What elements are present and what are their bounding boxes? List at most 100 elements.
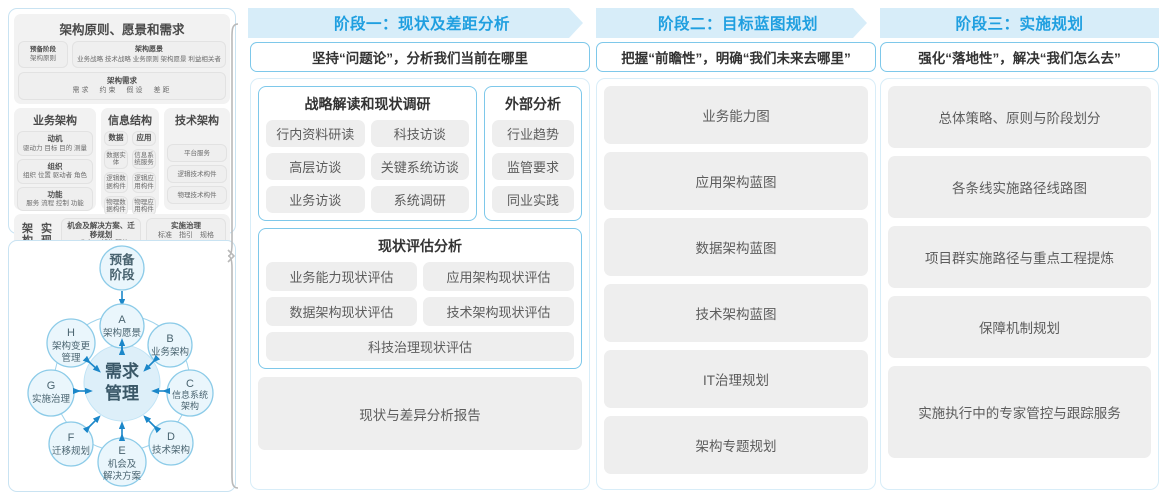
cycle-node-G-label: 实施治理: [32, 393, 71, 405]
physical-application-component-cell: 物理应用构件: [132, 195, 156, 217]
cycle-node-G-key: G: [47, 380, 56, 392]
architecture-principles-group: 架构原则、愿景和需求 预备阶段 架构原则 架构愿景 业务战略 技术战略 业务原则…: [14, 14, 230, 105]
adm-cycle-diagram: 需求 管理 预备 阶段 A 架构愿景 B 业务架构: [27, 245, 214, 487]
physical-technology-component-cell: 物理技术构件: [167, 186, 227, 205]
strategy-research-header: 战略解读和现状调研: [304, 96, 431, 112]
information-structure-group: 信息结构 数据 数据实体 逻辑数据构件 物理数据构件 应用 信息系统服务 逻辑应…: [101, 108, 159, 217]
business-organization-sub: 组织 位置 驱动者 角色: [23, 172, 87, 180]
business-function-cell: 功能 服务 流程 控制 功能: [17, 186, 93, 212]
external-chip[interactable]: 行业趋势: [492, 120, 574, 147]
phase-3-column: 强化“落地性”，解决“我们怎么去” 总体策略、原则与阶段划分 各条线实施路径线路…: [880, 42, 1159, 490]
implementation-chip[interactable]: 实施执行中的专家管控与跟踪服务: [888, 366, 1151, 458]
implementation-governance-sub: 标准 指引 规格: [158, 231, 214, 239]
cycle-node-F-label: 迁移规划: [52, 445, 90, 457]
phase-2-header: 阶段二：目标蓝图规划: [596, 8, 880, 38]
gap-analysis-report-chip[interactable]: 现状与差异分析报告: [258, 377, 582, 450]
architecture-vision-title: 架构愿景: [135, 46, 163, 53]
research-chip[interactable]: 行内资料研读: [266, 120, 365, 147]
opportunity-migration-title: 机会及解决方案、迁移规划: [67, 221, 135, 239]
logical-technology-component-cell: 逻辑技术构件: [167, 165, 227, 184]
external-analysis-header: 外部分析: [505, 96, 561, 112]
logical-data-component-cell: 逻辑数据构件: [104, 172, 128, 193]
current-state-assessment-header: 现状评估分析: [378, 238, 462, 254]
current-state-assessment-card: 现状评估分析 业务能力现状评估 应用架构现状评估 数据架构现状评估 技术架构现状…: [258, 228, 582, 369]
prelim-stage-sub: 架构原则: [30, 55, 56, 63]
phase-chevron-1-icon: [566, 8, 596, 38]
phase-1-body: 战略解读和现状调研 行内资料研读 科技访谈 高层访谈 关键系统访谈 业务访谈 系…: [250, 78, 590, 490]
phase-3-subtitle: 强化“落地性”，解决“我们怎么去”: [880, 42, 1159, 72]
phase-1-subtitle: 坚持“问题论”，分析我们当前在哪里: [250, 42, 590, 72]
grouping-bracket: [227, 23, 239, 489]
blueprint-chip[interactable]: IT治理规划: [604, 350, 868, 408]
cycle-node-C-key: C: [186, 378, 194, 390]
assessment-chip[interactable]: 应用架构现状评估: [423, 262, 574, 291]
phase-2-body: 业务能力图 应用架构蓝图 数据架构蓝图 技术架构蓝图 IT治理规划 架构专题规划: [596, 78, 876, 490]
cycle-node-F-key: F: [68, 432, 75, 444]
cycle-node-B-key: B: [166, 333, 173, 345]
assessment-chip[interactable]: 数据架构现状评估: [266, 297, 417, 326]
external-analysis-card: 外部分析 行业趋势 监管要求 同业实践: [484, 86, 582, 221]
phase-1-header-text: 阶段一：现状及差距分析: [333, 16, 510, 33]
cycle-node-E-label1: 机会及: [108, 458, 137, 470]
architecture-domains-row: 业务架构 动机 驱动力 目标 目的 测量 组织 组织 位置 驱动者 角色 功能 …: [14, 108, 230, 217]
phase-1-column: 坚持“问题论”，分析我们当前在哪里 战略解读和现状调研 行内资料研读 科技访谈 …: [250, 42, 590, 490]
cycle-node-H-label2: 管理: [61, 352, 81, 364]
cycle-prelim-line1: 预备: [109, 252, 135, 267]
research-chip[interactable]: 高层访谈: [266, 153, 365, 180]
blueprint-chip[interactable]: 架构专题规划: [604, 416, 868, 474]
implementation-chip[interactable]: 各条线实施路径线路图: [888, 156, 1151, 218]
cycle-node-B-label: 业务架构: [151, 346, 189, 358]
information-structure-header: 信息结构: [108, 115, 152, 128]
research-chip[interactable]: 业务访谈: [266, 186, 365, 213]
cycle-node-H-label1: 架构变更: [52, 340, 91, 352]
research-chip[interactable]: 科技访谈: [370, 120, 469, 147]
application-header: 应用: [132, 131, 156, 146]
external-chip[interactable]: 同业实践: [492, 186, 574, 213]
phase-1-header: 阶段一：现状及差距分析: [248, 8, 596, 38]
research-chip[interactable]: 系统调研: [370, 186, 469, 213]
information-system-service-cell: 信息系统服务: [132, 148, 156, 170]
strategy-research-card: 战略解读和现状调研 行内资料研读 科技访谈 高层访谈 关键系统访谈 业务访谈 系…: [258, 86, 477, 221]
phase-2-header-text: 阶段二：目标蓝图规划: [657, 16, 818, 33]
assessment-chip[interactable]: 科技治理现状评估: [266, 332, 574, 361]
cycle-node-D-key: D: [167, 431, 175, 443]
blueprint-chip[interactable]: 业务能力图: [604, 86, 868, 144]
cycle-node-C-label2: 架构: [181, 400, 199, 411]
blueprint-chip[interactable]: 数据架构蓝图: [604, 218, 868, 276]
prelim-stage-cell: 预备阶段 架构原则: [18, 41, 68, 69]
cycle-node-E-label2: 解决方案: [103, 470, 142, 482]
cycle-node-A-label: 架构愿景: [103, 327, 141, 339]
blueprint-chip[interactable]: 技术架构蓝图: [604, 284, 868, 342]
phase-2-column: 把握“前瞻性”，明确“我们未来去哪里” 业务能力图 应用架构蓝图 数据架构蓝图 …: [596, 42, 876, 490]
architecture-requirements-title: 架构需求: [107, 76, 137, 86]
business-organization-title: 组织: [47, 161, 63, 171]
assessment-chip[interactable]: 技术架构现状评估: [423, 297, 574, 326]
technology-architecture-header: 技术架构: [175, 115, 219, 128]
architecture-vision-cell: 架构愿景 业务战略 技术战略 业务原则 架构愿景 利益相关者: [72, 41, 226, 69]
implementation-chip[interactable]: 项目群实施路径与重点工程提炼: [888, 226, 1151, 288]
cycle-prelim-line2: 阶段: [109, 267, 135, 282]
cycle-node-C-label1: 信息系统: [172, 389, 208, 400]
architecture-vision-sub: 业务战略 技术战略 业务原则 架构愿景 利益相关者: [77, 55, 221, 63]
external-chip[interactable]: 监管要求: [492, 153, 574, 180]
phase-2-list: 业务能力图 应用架构蓝图 数据架构蓝图 技术架构蓝图 IT治理规划 架构专题规划: [604, 86, 868, 474]
implementation-chip[interactable]: 保障机制规划: [888, 296, 1151, 358]
cycle-node-E-key: E: [118, 445, 125, 457]
logical-application-component-cell: 逻辑应用构件: [132, 172, 156, 193]
architecture-principles-header: 架构原则、愿景和需求: [59, 23, 185, 37]
research-chip[interactable]: 关键系统访谈: [370, 153, 469, 180]
blueprint-chip[interactable]: 应用架构蓝图: [604, 152, 868, 210]
business-function-title: 功能: [47, 189, 63, 199]
phase-2-subtitle: 把握“前瞻性”，明确“我们未来去哪里”: [596, 42, 876, 72]
phase-3-list: 总体策略、原则与阶段划分 各条线实施路径线路图 项目群实施路径与重点工程提炼 保…: [888, 86, 1151, 458]
business-architecture-header: 业务架构: [33, 115, 77, 128]
architecture-requirements-sub: 需求 约束 假设 差距: [72, 87, 172, 95]
assessment-chip[interactable]: 业务能力现状评估: [266, 262, 417, 291]
phase-3-body: 总体策略、原则与阶段划分 各条线实施路径线路图 项目群实施路径与重点工程提炼 保…: [880, 78, 1159, 490]
data-subcolumn: 数据 数据实体 逻辑数据构件 物理数据构件: [104, 131, 128, 217]
implementation-chip[interactable]: 总体策略、原则与阶段划分: [888, 86, 1151, 148]
business-function-sub: 服务 流程 控制 功能: [26, 200, 84, 208]
application-subcolumn: 应用 信息系统服务 逻辑应用构件 物理应用构件: [132, 131, 156, 217]
phase-3-header: 阶段三：实施规划: [880, 8, 1159, 38]
